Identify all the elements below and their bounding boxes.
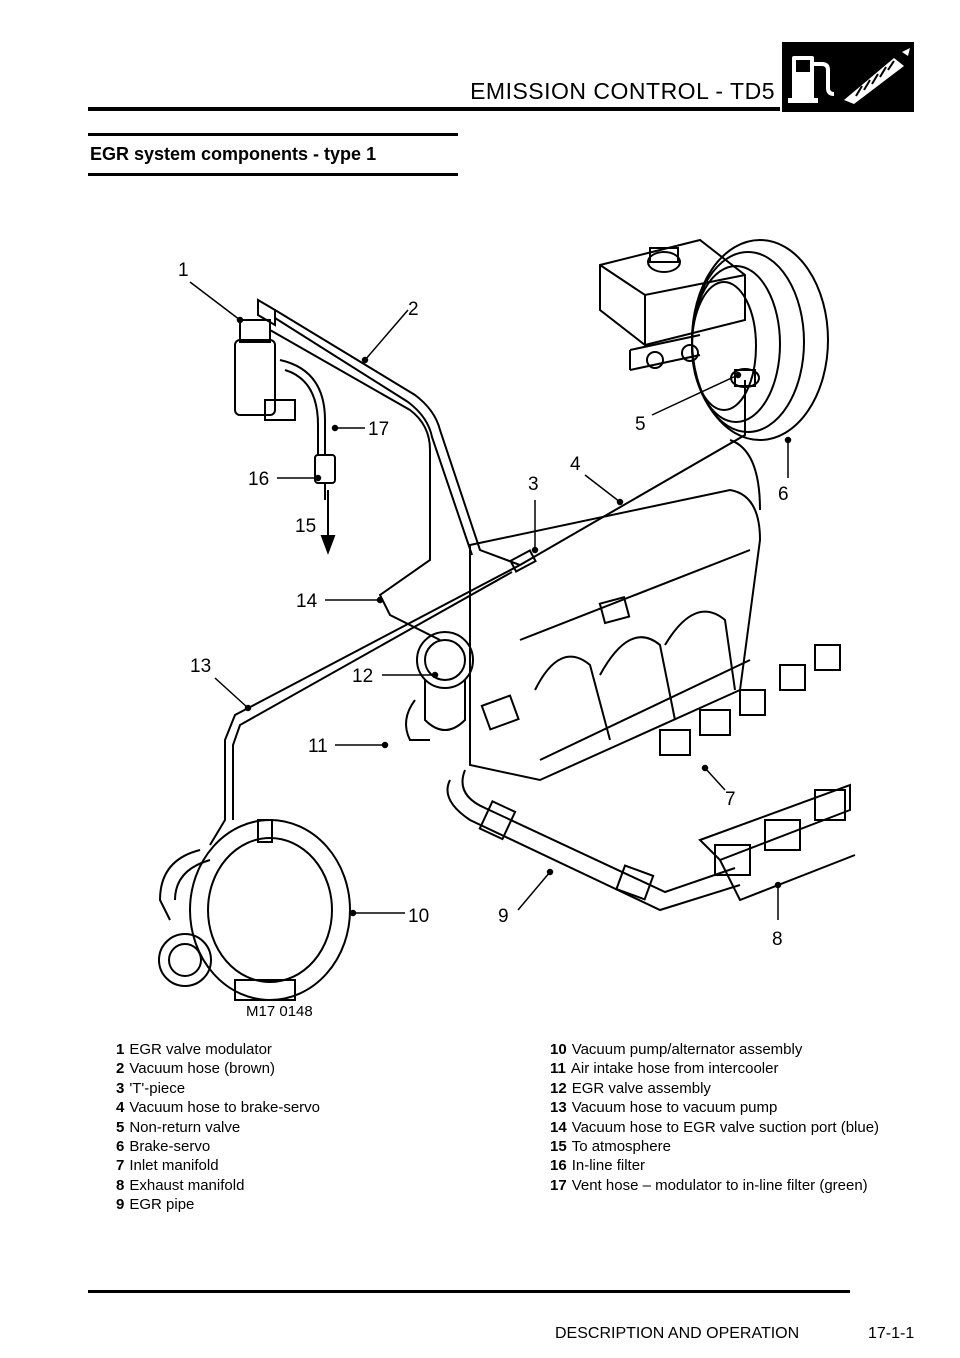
fuel-pump-and-exhaust-icon bbox=[782, 42, 914, 112]
callout-9: 9 bbox=[498, 906, 509, 927]
legend-text: Brake-servo bbox=[129, 1138, 211, 1156]
callout-14: 14 bbox=[296, 591, 318, 612]
callout-15: 15 bbox=[295, 516, 316, 537]
legend-text: EGR valve modulator bbox=[129, 1041, 272, 1058]
legend-number: 3 bbox=[116, 1079, 125, 1097]
footer-rule bbox=[88, 1290, 850, 1293]
legend-number: 11 bbox=[550, 1060, 566, 1078]
inlet-manifold-drawing bbox=[469, 439, 841, 782]
brake-servo-drawing bbox=[599, 238, 829, 441]
callout-6: 6 bbox=[778, 484, 789, 505]
legend-text: Non-return valve bbox=[129, 1118, 241, 1136]
figure-reference: M17 0148 bbox=[246, 1003, 313, 1020]
leader-lines bbox=[189, 281, 792, 920]
callout-12: 12 bbox=[352, 666, 373, 687]
legend-item: 3'T'-piece bbox=[116, 1079, 526, 1098]
legend-number: 9 bbox=[116, 1196, 125, 1214]
callout-16: 16 bbox=[248, 469, 269, 490]
atmosphere-arrow bbox=[320, 490, 336, 555]
callout-3: 3 bbox=[528, 474, 539, 495]
callout-5: 5 bbox=[635, 414, 646, 435]
legend-number: 16 bbox=[550, 1157, 567, 1175]
callout-8: 8 bbox=[772, 929, 783, 950]
legend-text: EGR pipe bbox=[129, 1196, 195, 1214]
callout-4: 4 bbox=[570, 454, 581, 475]
legend-number: 8 bbox=[116, 1176, 125, 1194]
legend-number: 7 bbox=[116, 1157, 125, 1175]
legend-number: 12 bbox=[550, 1079, 567, 1097]
legend-number: 10 bbox=[550, 1041, 567, 1058]
egr-pipe-drawing bbox=[446, 769, 741, 912]
legend-text: Vent hose – modulator to in-line filter … bbox=[571, 1176, 868, 1194]
egr-system-diagram: 1 2 3 4 5 6 7 8 9 10 11 12 13 14 15 16 1… bbox=[158, 238, 856, 1001]
egr-modulator-drawing bbox=[234, 298, 296, 421]
footer-section-title: DESCRIPTION AND OPERATION bbox=[555, 1325, 800, 1342]
legend-number: 14 bbox=[550, 1118, 567, 1136]
legend-number: 15 bbox=[550, 1138, 567, 1156]
egr-valve-drawing bbox=[405, 631, 520, 741]
vacuum-pump-alternator-drawing bbox=[158, 819, 351, 1001]
legend-text: Vacuum hose to EGR valve suction port (b… bbox=[571, 1118, 880, 1136]
legend-text: 'T'-piece bbox=[129, 1079, 186, 1097]
page-number: 17-1-1 bbox=[868, 1325, 915, 1342]
legend-number: 6 bbox=[116, 1138, 125, 1156]
legend-text: Vacuum hose to vacuum pump bbox=[571, 1099, 778, 1117]
legend-text: In-line filter bbox=[571, 1157, 646, 1175]
callout-10: 10 bbox=[408, 906, 429, 927]
exhaust-manifold-drawing bbox=[698, 783, 856, 902]
callout-17: 17 bbox=[368, 419, 389, 440]
page-header-title: EMISSION CONTROL - TD5 bbox=[470, 78, 775, 104]
vacuum-hoses-drawing bbox=[209, 309, 746, 846]
legend-text: Exhaust manifold bbox=[129, 1176, 245, 1194]
callout-11: 11 bbox=[308, 736, 328, 757]
legend-text: EGR valve assembly bbox=[571, 1079, 711, 1097]
header-rule bbox=[88, 107, 780, 111]
callout-2: 2 bbox=[408, 299, 419, 320]
callout-7: 7 bbox=[725, 789, 736, 810]
legend-number: 2 bbox=[116, 1060, 125, 1078]
legend-text: To atmosphere bbox=[571, 1138, 671, 1156]
legend-number: 4 bbox=[116, 1099, 125, 1117]
legend-text: Air intake hose from intercooler bbox=[570, 1060, 779, 1078]
legend-number: 1 bbox=[116, 1041, 125, 1058]
section-title: EGR system components - type 1 bbox=[90, 144, 377, 164]
legend-text: Vacuum hose to brake-servo bbox=[129, 1099, 320, 1117]
legend-text: Vacuum pump/alternator assembly bbox=[571, 1041, 803, 1058]
legend-number: 13 bbox=[550, 1099, 567, 1117]
legend-number: 5 bbox=[116, 1118, 125, 1136]
callout-1: 1 bbox=[178, 260, 189, 281]
section-rule-top bbox=[88, 133, 458, 136]
legend-text: Vacuum hose (brown) bbox=[129, 1060, 275, 1078]
legend-number: 17 bbox=[550, 1176, 567, 1194]
section-rule-bottom bbox=[88, 173, 458, 176]
callout-13: 13 bbox=[190, 656, 211, 677]
legend-text: Inlet manifold bbox=[129, 1157, 219, 1175]
